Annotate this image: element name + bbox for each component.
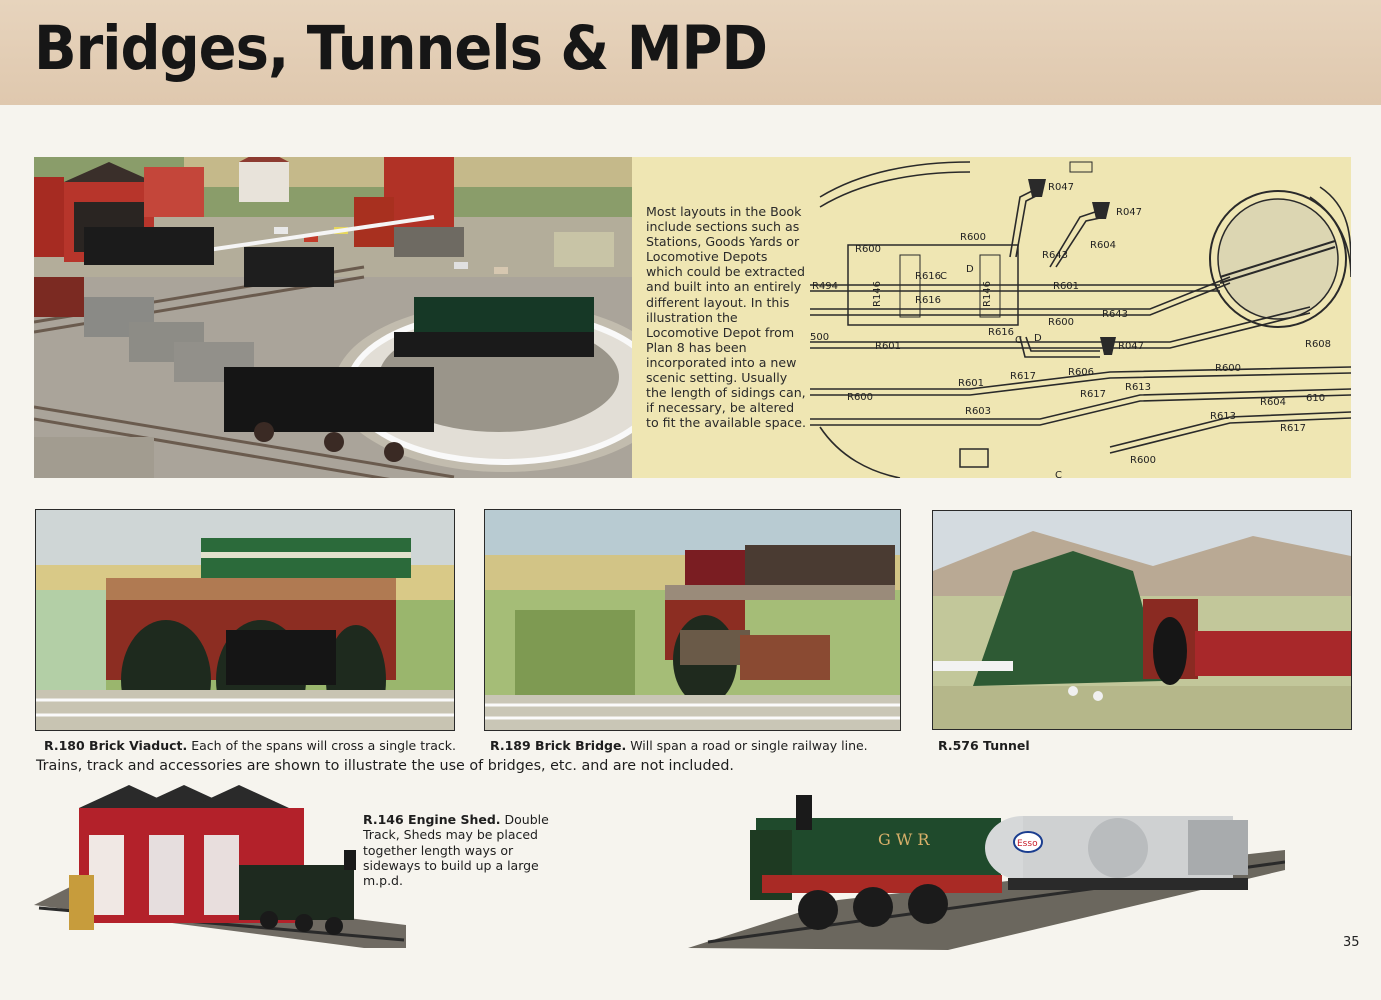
tunnel-photo bbox=[932, 510, 1352, 730]
track-plan-panel: Most layouts in the Book include section… bbox=[632, 157, 1351, 478]
label-r617-b: R617 bbox=[1080, 389, 1106, 400]
page-header: Bridges, Tunnels & MPD bbox=[0, 0, 1381, 105]
turntable-outer bbox=[1209, 190, 1347, 328]
label-r610: 610 bbox=[1306, 393, 1325, 404]
label-r600-d: R600 bbox=[1215, 363, 1241, 374]
label-r606: R606 bbox=[1068, 367, 1094, 378]
engine-shed-caption: R.146 Engine Shed. Double Track, Sheds m… bbox=[363, 812, 563, 888]
label-r047-c: R047 bbox=[1118, 341, 1144, 352]
bridge-text: Will span a road or single railway line. bbox=[630, 738, 868, 753]
label-c-b: C bbox=[1015, 335, 1022, 346]
esso-logo-text: Esso bbox=[1017, 839, 1038, 849]
label-r604-b: R604 bbox=[1260, 397, 1286, 408]
label-r146-b: R146 bbox=[982, 281, 993, 307]
label-r601-c: R601 bbox=[958, 378, 984, 389]
label-r603: R603 bbox=[965, 406, 991, 417]
label-r643-a: R643 bbox=[1042, 250, 1068, 261]
depot-track-plan: R047 R047 R047 R600 R600 R600 R600 R600 … bbox=[810, 161, 1351, 478]
tunnel-caption: R.576 Tunnel bbox=[938, 738, 1030, 753]
viaduct-caption: R.180 Brick Viaduct. Each of the spans w… bbox=[44, 738, 456, 753]
label-r600-c: R600 bbox=[1048, 317, 1074, 328]
viaduct-code: R.180 Brick Viaduct. bbox=[44, 738, 188, 753]
buffer-stop-1 bbox=[1028, 179, 1046, 197]
label-r047-a: R047 bbox=[1048, 182, 1074, 193]
label-d-a: D bbox=[966, 264, 974, 275]
label-r608: R608 bbox=[1305, 339, 1331, 350]
label-r601-b: R601 bbox=[875, 341, 901, 352]
label-r601-a: R601 bbox=[1053, 281, 1079, 292]
label-r613-b: R613 bbox=[1210, 411, 1236, 422]
buffer-stop-3 bbox=[1100, 337, 1116, 355]
engine-shed-text: Double Track, Sheds may be placed togeth… bbox=[363, 812, 549, 889]
page-number: 35 bbox=[1343, 935, 1360, 950]
label-c-c: C bbox=[1055, 470, 1062, 478]
bridge-code: R.189 Brick Bridge. bbox=[490, 738, 627, 753]
label-r616-a: R616 bbox=[915, 271, 941, 282]
label-r617-c: R617 bbox=[1280, 423, 1306, 434]
label-r616-b: R616 bbox=[915, 295, 941, 306]
label-r643-b: R643 bbox=[1102, 309, 1128, 320]
page-title: Bridges, Tunnels & MPD bbox=[34, 14, 768, 85]
plan-description: Most layouts in the Book include section… bbox=[646, 204, 806, 431]
label-r500: 500 bbox=[810, 332, 829, 343]
engine-shed-code: R.146 Engine Shed. bbox=[363, 812, 501, 827]
bridge-caption: R.189 Brick Bridge. Will span a road or … bbox=[490, 738, 868, 753]
label-r613-a: R613 bbox=[1125, 382, 1151, 393]
locomotive-depot-photo bbox=[34, 157, 632, 478]
not-included-notice: Trains, track and accessories are shown … bbox=[36, 758, 734, 774]
gwr-locomotive-photo: G W R Esso bbox=[688, 790, 1285, 950]
engine-shed-photo bbox=[34, 780, 406, 950]
label-r617-a: R617 bbox=[1010, 371, 1036, 382]
label-r600-b: R600 bbox=[960, 232, 986, 243]
viaduct-text: Each of the spans will cross a single tr… bbox=[191, 738, 456, 753]
brick-viaduct-photo bbox=[35, 509, 455, 731]
buffer-stop-2 bbox=[1092, 202, 1110, 219]
brick-bridge-photo bbox=[484, 509, 901, 731]
label-r146-a: R146 bbox=[872, 281, 883, 307]
label-r600-a: R600 bbox=[855, 244, 881, 255]
label-r600-f: R600 bbox=[847, 392, 873, 403]
label-d-b: D bbox=[1034, 333, 1042, 344]
label-r494: R494 bbox=[812, 281, 838, 292]
label-r604-a: R604 bbox=[1090, 240, 1116, 251]
label-r047-b: R047 bbox=[1116, 207, 1142, 218]
gwr-lettering: G W R bbox=[878, 830, 930, 849]
label-r616-c: R616 bbox=[988, 327, 1014, 338]
tunnel-code: R.576 Tunnel bbox=[938, 738, 1030, 753]
label-c-a: C bbox=[940, 271, 947, 282]
label-r600-e: R600 bbox=[1130, 455, 1156, 466]
